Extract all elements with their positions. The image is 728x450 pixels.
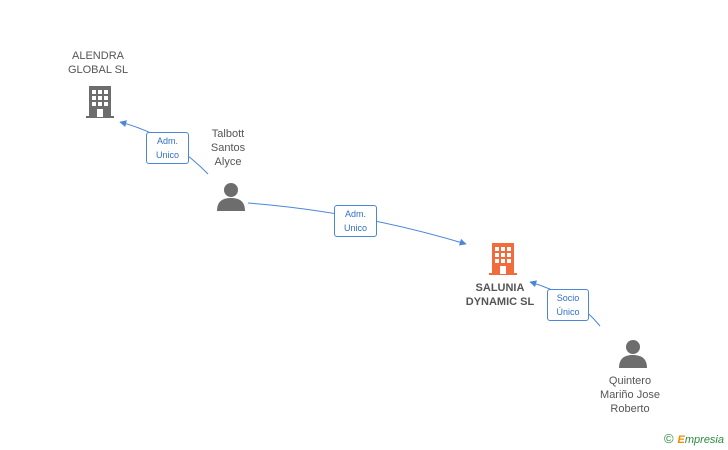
person-icon bbox=[619, 340, 647, 368]
edge-label-socio-unico: Socio Único bbox=[547, 289, 589, 321]
node-alendra-global[interactable]: ALENDRA GLOBAL SL bbox=[48, 49, 148, 77]
building-icon bbox=[86, 86, 114, 118]
brand-name: mpresia bbox=[684, 434, 724, 446]
empresia-watermark: ©Empresia bbox=[664, 431, 724, 446]
node-label: Talbott Santos Alyce bbox=[210, 128, 246, 168]
copyright-symbol: © bbox=[663, 431, 674, 446]
node-label: Quintero Mariño Jose Roberto bbox=[600, 375, 660, 415]
edge-label-adm-unico: Adm. Unico bbox=[334, 205, 377, 237]
node-salunia-dynamic[interactable]: SALUNIA DYNAMIC SL bbox=[450, 281, 550, 309]
edge-label-adm-unico: Adm. Unico bbox=[146, 132, 189, 164]
brand-initial: E bbox=[677, 434, 685, 446]
building-icon bbox=[489, 243, 517, 275]
node-talbott-santos-alyce[interactable]: Talbott Santos Alyce bbox=[192, 127, 264, 169]
node-label: SALUNIA DYNAMIC SL bbox=[465, 282, 535, 308]
node-quintero-marino[interactable]: Quintero Mariño Jose Roberto bbox=[588, 374, 672, 416]
node-label: ALENDRA GLOBAL SL bbox=[67, 50, 129, 76]
person-icon bbox=[217, 183, 245, 211]
